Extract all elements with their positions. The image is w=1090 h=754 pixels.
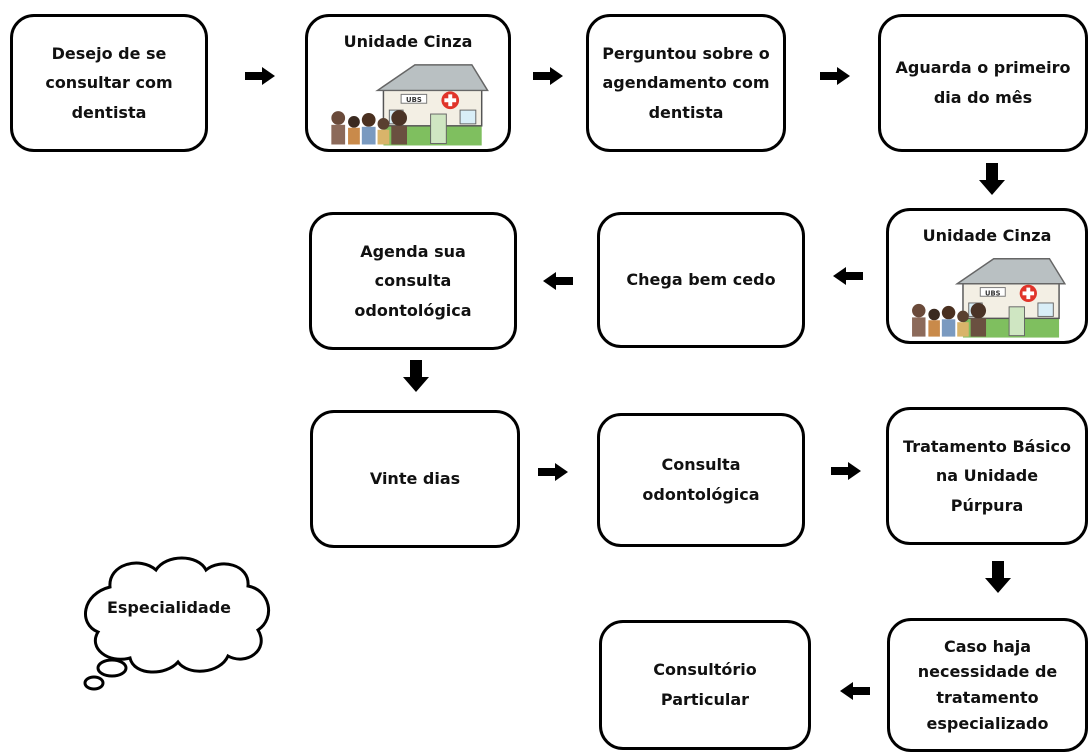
node-text: Aguarda o primeiro xyxy=(895,58,1071,78)
arrow-left-icon xyxy=(543,272,573,290)
node-perguntou: Perguntou sobre o agendamento com dentis… xyxy=(586,14,786,152)
health-unit-building-illustration: UBS xyxy=(331,63,489,146)
arrow-right-icon xyxy=(245,67,275,85)
node-text: Unidade Cinza xyxy=(922,226,1052,245)
node-text: Consulta xyxy=(661,455,741,475)
node-text: Unidade Cinza xyxy=(343,32,473,51)
node-text: Púrpura xyxy=(950,495,1024,515)
node-text: Particular xyxy=(660,690,750,709)
arrow-down-icon xyxy=(979,163,1005,195)
health-unit-building-illustration: UBS xyxy=(912,257,1067,338)
arrow-down-icon xyxy=(403,360,429,392)
node-text: odontológica xyxy=(354,300,472,320)
node-text: dentista xyxy=(648,102,724,122)
node-unidade-cinza-2: Unidade Cinza UBS xyxy=(886,208,1088,344)
people-group-illustration xyxy=(912,302,987,337)
node-text: Consultório xyxy=(653,660,757,680)
cloud-label: Especialidade xyxy=(106,598,232,617)
arrow-down-icon xyxy=(985,561,1011,593)
node-unidade-cinza-1: Unidade Cinza UBS xyxy=(305,14,511,152)
node-text: agendamento com xyxy=(602,73,770,93)
node-text: na Unidade xyxy=(935,466,1039,486)
ubs-sign: UBS xyxy=(406,96,422,104)
thought-cloud xyxy=(83,556,270,691)
arrow-left-icon xyxy=(833,267,863,285)
node-consulta: Consulta odontológica xyxy=(597,413,805,547)
node-text: necessidade de xyxy=(917,662,1058,682)
node-aguarda: Aguarda o primeiro dia do mês xyxy=(878,14,1088,152)
arrow-right-icon xyxy=(538,463,568,481)
node-text: Vinte dias xyxy=(369,469,461,489)
node-text: Caso haja xyxy=(943,636,1032,656)
node-text: especializado xyxy=(926,713,1049,733)
node-agenda: Agenda sua consulta odontológica xyxy=(309,212,517,350)
node-consultorio: Consultório Particular xyxy=(599,620,811,750)
people-group-illustration xyxy=(331,109,408,145)
arrow-right-icon xyxy=(533,67,563,85)
arrow-left-icon xyxy=(840,682,870,700)
node-text: Desejo de se xyxy=(51,43,167,63)
node-chega: Chega bem cedo xyxy=(597,212,805,348)
node-tratamento: Tratamento Básico na Unidade Púrpura xyxy=(886,407,1088,545)
node-vinte: Vinte dias xyxy=(310,410,520,548)
node-caso: Caso haja necessidade de tratamento espe… xyxy=(887,618,1088,752)
ubs-sign: UBS xyxy=(985,289,1001,297)
node-text: Chega bem cedo xyxy=(626,270,776,290)
node-desejo: Desejo de se consultar com dentista xyxy=(10,14,208,152)
arrow-right-icon xyxy=(831,462,861,480)
node-text: dentista xyxy=(71,102,147,122)
node-text: Agenda sua xyxy=(360,241,466,261)
node-text: consultar com xyxy=(45,73,173,93)
arrow-right-icon xyxy=(820,67,850,85)
node-text: Tratamento Básico xyxy=(903,436,1071,456)
node-text: dia do mês xyxy=(933,88,1033,107)
node-text: odontológica xyxy=(642,485,760,504)
node-text: consulta xyxy=(374,271,452,291)
node-text: Perguntou sobre o xyxy=(602,43,770,63)
node-text: tratamento xyxy=(936,688,1039,707)
